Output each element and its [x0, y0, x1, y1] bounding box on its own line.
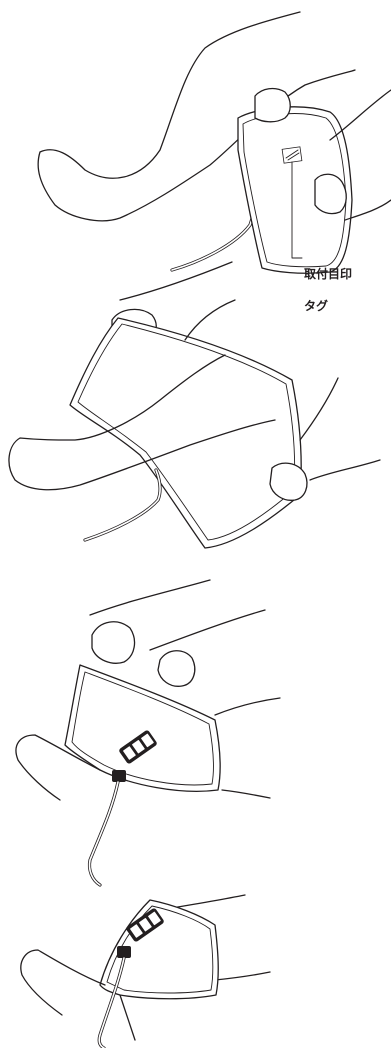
step3-right-hand	[158, 651, 195, 687]
mounting-tag-label-line2: タグ	[304, 299, 328, 313]
step3-left-hand	[92, 622, 135, 663]
step3-wrap	[65, 665, 220, 791]
step3-connector	[112, 770, 126, 782]
step4-connector	[117, 946, 131, 958]
mounting-tag-icon	[282, 147, 302, 163]
mounting-tag-label-line1: 取付目印	[304, 267, 352, 281]
step2-right-hand	[270, 463, 307, 500]
step-1-pad-flat	[38, 12, 391, 273]
mounting-tag-label: 取付目印 タグ	[304, 250, 384, 314]
step-3-fastening	[16, 580, 280, 885]
step1-left-hand	[255, 89, 290, 122]
step-4-secured	[21, 895, 270, 1048]
